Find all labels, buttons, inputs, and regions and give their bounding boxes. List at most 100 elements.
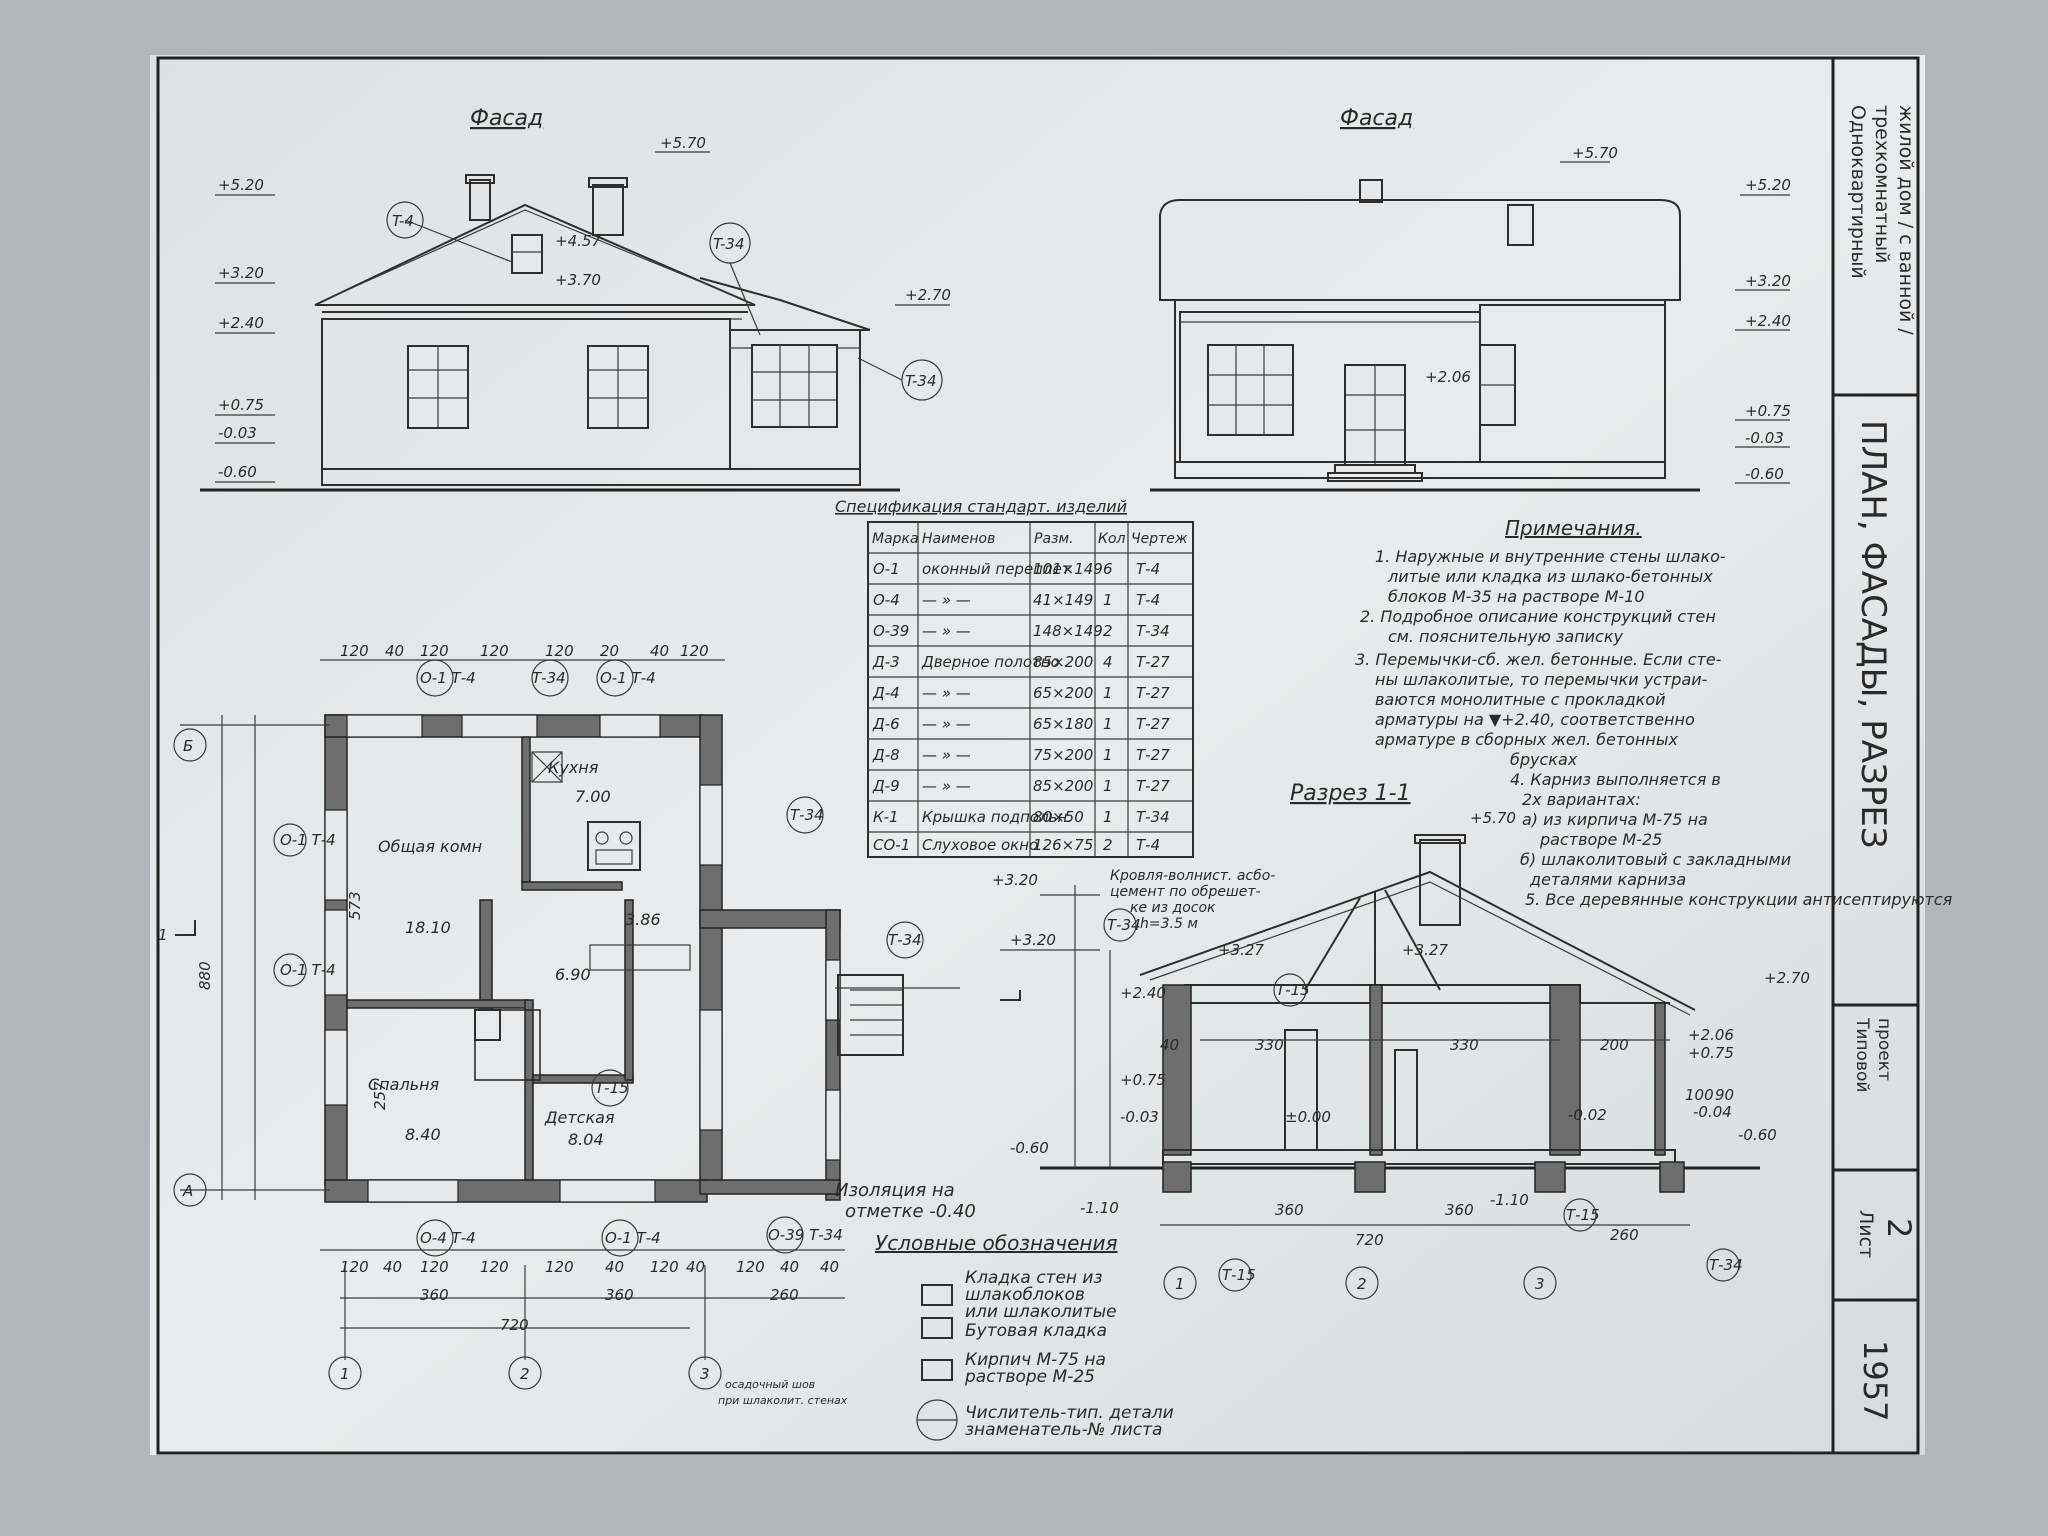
note-line: ваются монолитные с прокладкой [1375,690,1666,709]
section-level: -0.60 [1010,1139,1049,1157]
note-line: брусках [1510,750,1578,769]
section-level: -0.04 [1693,1103,1732,1121]
section-dimension: 100 [1685,1086,1714,1104]
axis-label: 2 [1357,1275,1367,1293]
standard-project-line-2: проект [1874,1018,1894,1081]
plan-dimension: 120 [480,1258,509,1276]
plan-dimension: 120 [680,642,709,660]
plan-dimension: 120 [736,1258,765,1276]
plan-dimension: 120 [545,642,574,660]
note-line: литые или кладка из шлако-бетонных [1387,567,1713,586]
axis-label: А [182,1182,193,1200]
roof-note: Кровля-волнист. асбо- [1110,868,1275,884]
callout-label: Т-34 [790,806,824,824]
section-dimension: 200 [1600,1036,1629,1054]
section-1-1: Разрез 1-1 [992,781,1810,1300]
plan-dimension: 360 [420,1286,449,1304]
note-line: 2. Подробное описание конструкций стен [1360,607,1716,626]
legend: Условные обозначения Кладка стен из шлак… [875,1231,1174,1441]
section-dimension: 90 [1715,1086,1734,1104]
room-label: Кухня [548,758,599,777]
section-level: +2.70 [1764,969,1810,987]
spec-cell-mark: К-1 [873,808,899,826]
facade-left-title: Фасад [470,106,543,131]
note-line: б) шлаколитовый с закладными [1520,850,1791,869]
level-mark: +5.20 [1745,176,1791,194]
level-mark: -0.03 [1745,429,1784,447]
note-line: см. пояснительную записку [1388,627,1624,646]
level-mark: +3.70 [555,271,601,289]
plan-dimension: 40 [650,642,669,660]
section-level: -1.10 [1490,1191,1529,1209]
spec-cell-name: Слуховое окно [922,836,1038,854]
level-mark: -0.60 [1745,465,1784,483]
section-level: +0.75 [1688,1044,1734,1062]
project-title-line-2: трехкомнатный [1871,105,1893,263]
spec-cell-size: 85×200 [1033,653,1093,671]
room-area: 3.86 [625,910,661,929]
plan-small-note: осадочный шов [725,1378,815,1391]
notes: Примечания. 1. Наружные и внутренние сте… [1355,516,1953,909]
spec-cell-qty: 4 [1103,653,1113,671]
section-level: +3.20 [992,871,1038,889]
note-line: растворе М-25 [1539,830,1662,849]
section-level: -0.60 [1738,1126,1777,1144]
spec-cell-sheet: Т-34 [1136,622,1170,640]
section-level: -0.02 [1568,1106,1607,1124]
note-line: 2х вариантах: [1522,790,1641,809]
plan-dimension: 120 [340,1258,369,1276]
plan-dimension: 120 [545,1258,574,1276]
level-mark: +2.06 [1425,368,1471,386]
level-mark: +3.20 [218,264,264,282]
spec-cell-name: — » — [922,746,971,764]
level-mark: +0.75 [218,396,264,414]
note-line: арматуры на ▼+2.40, соответственно [1375,710,1695,729]
plan-dimension: 40 [686,1258,705,1276]
plan-dimension: 40 [780,1258,799,1276]
note-line: блоков М-35 на растворе М-10 [1388,587,1645,606]
note-line: 4. Карниз выполняется в [1510,770,1721,789]
spec-cell-qty: 6 [1103,560,1113,578]
level-mark: +5.20 [218,176,264,194]
title-block: Одноквартирный трехкомнатный жилой дом /… [1831,58,1918,1453]
spec-cell-mark: О-4 [873,591,900,609]
legend-title: Условные обозначения [875,1231,1118,1255]
legend-item: знаменатель-№ листа [965,1420,1162,1440]
room-area: 8.40 [405,1125,441,1144]
section-dimension: 360 [1445,1201,1474,1219]
spec-cell-mark: Д-4 [872,684,900,702]
spec-cell-size: 85×200 [1033,777,1093,795]
spec-cell-qty: 2 [1103,836,1113,854]
axis-label: 1 [1175,1275,1185,1293]
paper [150,55,1925,1455]
section-dimension: 330 [1255,1036,1284,1054]
legend-item: Бутовая кладка [965,1321,1107,1341]
spec-cell-size: 101×149 [1033,560,1103,578]
spec-cell-size: 65×200 [1033,684,1093,702]
plan-dimension: 120 [420,1258,449,1276]
spec-cell-sheet: Т-27 [1136,715,1170,733]
section-cut-mark: 1 [158,926,168,944]
axis-label: 2 [520,1365,530,1383]
callout-label: Т-15 [1276,981,1310,999]
sheet-label: Лист [1855,1210,1877,1258]
note-line: 5. Все деревянные конструкции антисептир… [1525,890,1953,909]
spec-cell-qty: 1 [1103,777,1113,795]
callout-label: О-4 Т-4 [420,1229,476,1247]
callout-label: О-39 Т-34 [768,1226,843,1244]
note-line: ны шлаколитые, то перемычки устраи- [1375,670,1708,689]
spec-cell-qty: 1 [1103,746,1113,764]
legend-item: растворе М-25 [964,1367,1095,1387]
axis-label: 3 [700,1365,710,1383]
room-area: 7.00 [575,787,611,806]
spec-cell-mark: Д-9 [872,777,900,795]
isolation-note: Изоляция на [835,1180,955,1201]
legend-item: Кладка стен из [965,1268,1103,1288]
section-level: +5.70 [1470,809,1516,827]
sheet-title: ПЛАН, ФАСАДЫ, РАЗРЕЗ [1853,420,1893,849]
plan-dimension: 260 [770,1286,799,1304]
spec-cell-name: оконный переплет [922,560,1072,578]
sheet-border [156,56,1920,1455]
callout-label: Т-34 [888,931,922,949]
